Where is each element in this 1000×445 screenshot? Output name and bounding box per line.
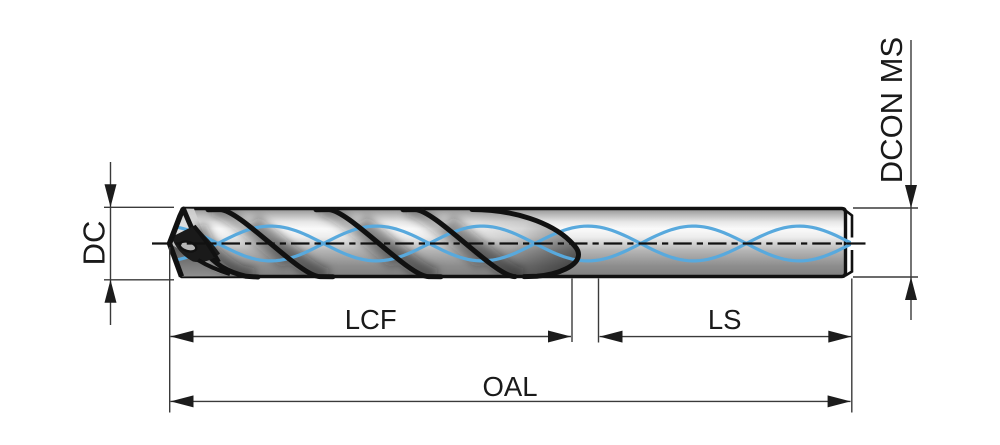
svg-text:DCON MS: DCON MS (874, 37, 909, 183)
svg-text:LCF: LCF (345, 304, 397, 335)
svg-text:OAL: OAL (482, 371, 537, 402)
svg-text:LS: LS (708, 304, 742, 335)
svg-text:DC: DC (77, 221, 112, 266)
